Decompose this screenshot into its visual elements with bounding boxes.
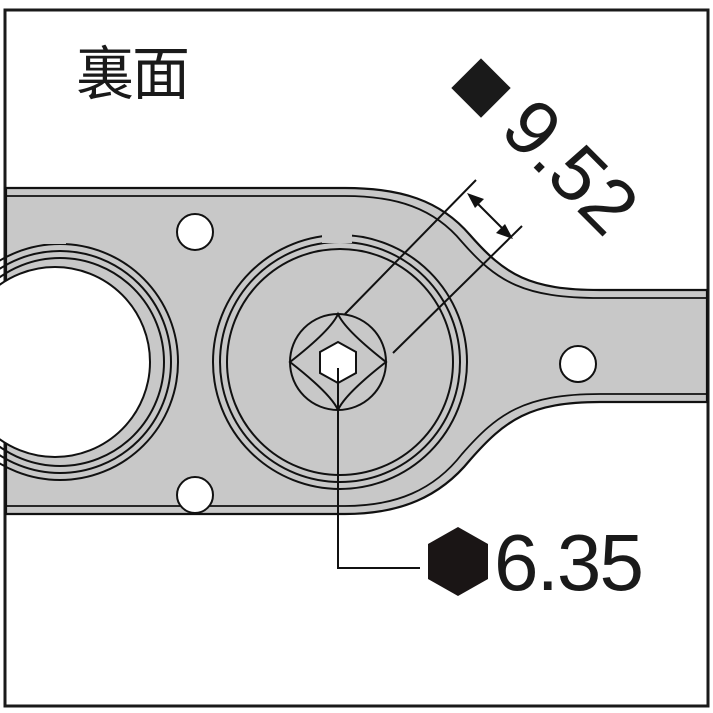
hexagon-symbol-icon [428,527,488,596]
pin-hole-top-left [176,213,214,251]
wrench-plate-inner-edge [6,195,707,299]
wrench-plate-inner-edge-bottom [6,393,707,507]
square-symbol-icon [451,58,511,118]
pin-hole-handle [559,345,597,383]
dimension-line-right [392,225,523,354]
dimension-line-left [344,179,477,315]
double-arrow-icon [467,193,513,239]
diagram-title: 裏面 [76,40,190,108]
dimension-6-35-label: 6.35 [494,518,644,607]
left-through-hole [0,266,151,458]
pin-hole-bottom-left [176,476,214,514]
center-ring [212,233,468,490]
left-ring [0,236,179,481]
hex-leader-line [337,368,420,569]
